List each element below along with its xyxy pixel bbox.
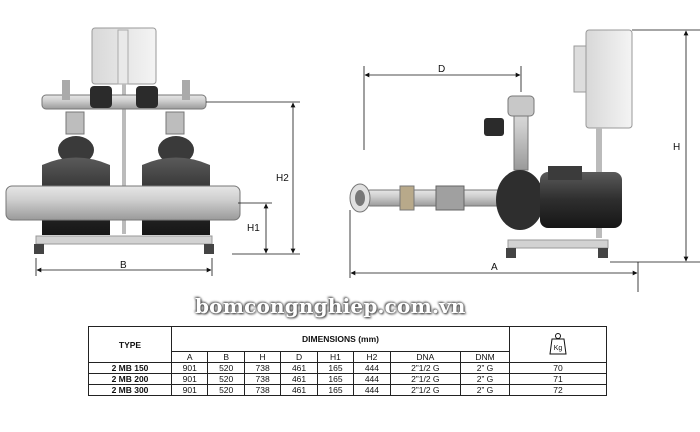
dimension-h2-label: H2 (276, 173, 289, 184)
dimension-h1: H1 (232, 202, 272, 255)
row-value-d: 461 (280, 384, 318, 396)
row-value-b: 520 (207, 362, 245, 374)
column-header-h1: H1 (316, 351, 355, 363)
row-value-h1: 165 (316, 384, 355, 396)
dimension-d-label: D (438, 64, 445, 75)
column-header-dnm: DNM (460, 351, 510, 363)
front-view-pump-set (5, 27, 241, 254)
dimension-h-label: H (673, 142, 680, 153)
row-value-h2: 444 (353, 362, 391, 374)
row-type: 2 MB 150 (88, 362, 172, 374)
table-header-row: TYPE DIMENSIONS (mm) Kg (88, 326, 607, 363)
row-value-h1: 165 (316, 362, 355, 374)
type-header: TYPE (88, 326, 172, 363)
dimension-d: D (363, 64, 522, 150)
row-value-dnm: 2” G (460, 373, 510, 385)
weight-header: Kg (509, 326, 607, 363)
column-header-d: D (280, 351, 318, 363)
row-value-d: 461 (280, 373, 318, 385)
dimension-a-label: A (491, 262, 498, 273)
dimension-h1-label: H1 (247, 223, 260, 234)
row-value-b: 520 (207, 373, 245, 385)
column-header-dna: DNA (389, 351, 462, 363)
row-value-dna: 2”1/2 G (389, 384, 462, 396)
row-weight: 70 (509, 362, 607, 374)
row-value-dnm: 2” G (460, 384, 510, 396)
row-value-a: 901 (170, 384, 209, 396)
watermark-text: bomcongnghiep.com.vn (195, 294, 466, 318)
row-value-h: 738 (243, 384, 282, 396)
column-header-h2: H2 (353, 351, 391, 363)
row-type: 2 MB 300 (88, 384, 172, 396)
row-value-h: 738 (243, 362, 282, 374)
row-value-h2: 444 (353, 373, 391, 385)
column-header-h: H (243, 351, 282, 363)
dimension-b: B (35, 258, 213, 276)
dimension-h2: H2 (206, 101, 300, 255)
row-value-h1: 165 (316, 373, 355, 385)
dimension-h: H (610, 29, 700, 263)
dimension-a: A (349, 210, 639, 292)
row-weight: 71 (509, 373, 607, 385)
dimensions-header: DIMENSIONS (mm) (171, 326, 510, 352)
row-value-h2: 444 (353, 384, 391, 396)
row-value-h: 738 (243, 373, 282, 385)
column-header-a: A (170, 351, 209, 363)
weight-kg-icon: Kg (549, 332, 567, 354)
row-value-a: 901 (170, 373, 209, 385)
row-value-d: 461 (280, 362, 318, 374)
weight-kg-text: Kg (554, 345, 563, 352)
row-value-b: 520 (207, 384, 245, 396)
row-value-dnm: 2” G (460, 362, 510, 374)
technical-drawing: B H1 H2 (5, 27, 700, 292)
row-value-a: 901 (170, 362, 209, 374)
side-view-pump-set (349, 29, 633, 258)
row-weight: 72 (509, 384, 607, 396)
row-value-dna: 2”1/2 G (389, 373, 462, 385)
row-type: 2 MB 200 (88, 373, 172, 385)
column-header-b: B (207, 351, 245, 363)
row-value-dna: 2”1/2 G (389, 362, 462, 374)
dimension-b-label: B (120, 260, 127, 271)
